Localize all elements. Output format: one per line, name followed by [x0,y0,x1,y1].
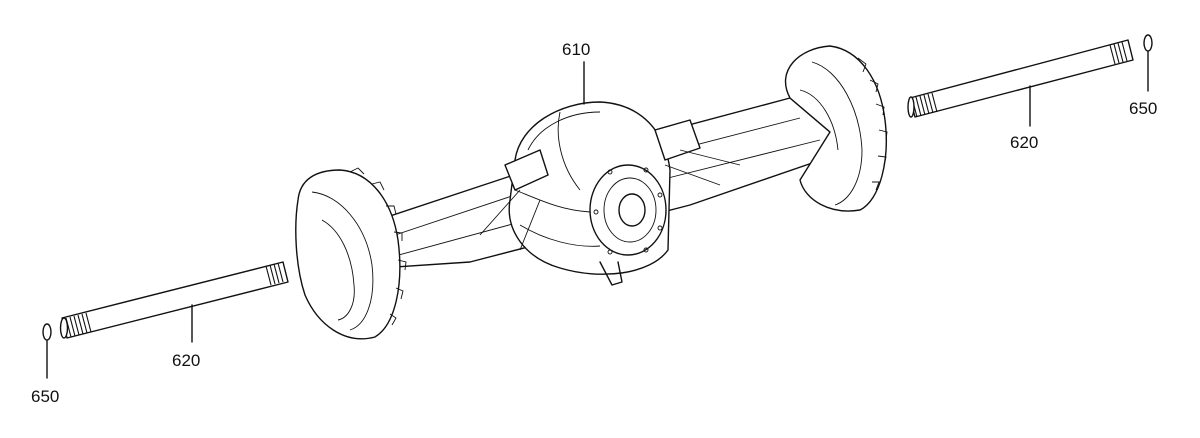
axle-housing-drawing [295,45,888,340]
ring-left-drawing [42,323,52,341]
ring-right-drawing [1143,34,1153,52]
callout-650-right: 650 [1129,99,1157,118]
axle-shaft-right-drawing [907,39,1134,118]
callout-620-right: 620 [1010,133,1038,152]
leader-lines [46,51,1149,379]
callout-610: 610 [562,40,590,59]
callout-620-left: 620 [172,351,200,370]
callout-650-left: 650 [31,387,59,406]
axle-shaft-left-drawing [59,261,289,339]
